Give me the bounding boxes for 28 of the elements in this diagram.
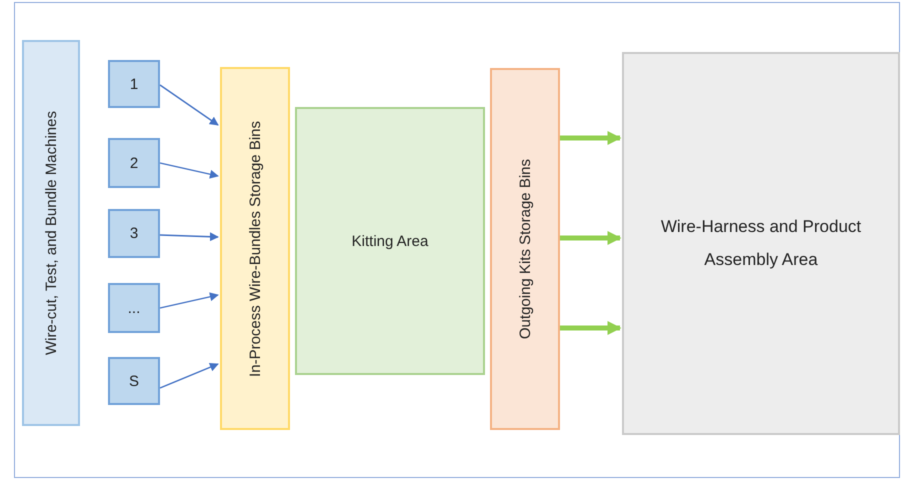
arrow bbox=[160, 162, 219, 179]
outgoing-bins-panel bbox=[490, 68, 560, 430]
node-label: In-Process Wire-Bundles Storage Bins bbox=[246, 120, 264, 376]
arrow bbox=[560, 131, 622, 145]
node-label: S bbox=[128, 372, 139, 390]
node-label: Outgoing Kits Storage Bins bbox=[516, 158, 534, 340]
node-label: 1 bbox=[130, 76, 138, 92]
arrow bbox=[560, 231, 622, 245]
assembly-area-box bbox=[622, 52, 900, 435]
machine-box bbox=[108, 209, 160, 258]
machine-box bbox=[108, 60, 160, 108]
arrow bbox=[160, 232, 219, 242]
node-label: Kitting Area bbox=[352, 232, 428, 250]
storage-bins-panel bbox=[220, 67, 290, 430]
machine-box bbox=[108, 138, 160, 188]
node-label: 3 bbox=[130, 225, 138, 242]
machine-box bbox=[108, 357, 160, 405]
node-label: 2 bbox=[130, 154, 138, 172]
node-label: Wire-cut, Test, and Bundle Machines bbox=[42, 110, 60, 355]
node-label: ... bbox=[128, 300, 140, 316]
arrow bbox=[560, 321, 622, 335]
arrow bbox=[160, 362, 219, 389]
arrow bbox=[160, 84, 219, 126]
arrow bbox=[160, 292, 219, 309]
machines-panel bbox=[22, 40, 80, 426]
node-label: Wire-Harness and Product Assembly Area bbox=[660, 216, 862, 270]
kitting-area-box bbox=[295, 107, 485, 375]
machine-box bbox=[108, 283, 160, 333]
